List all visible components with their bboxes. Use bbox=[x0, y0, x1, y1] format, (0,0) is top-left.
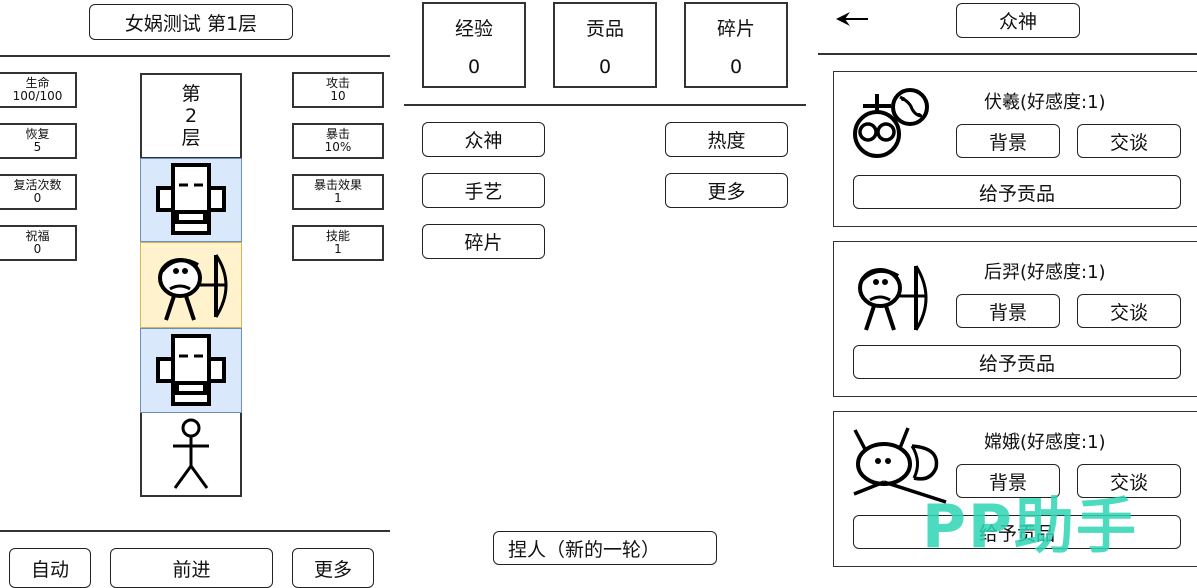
back-button[interactable] bbox=[834, 8, 868, 30]
resource-value: 0 bbox=[729, 56, 743, 78]
stat-label: 恢复 bbox=[25, 127, 50, 141]
god-name: 后羿(好感度:1) bbox=[984, 262, 1106, 283]
floor-indicator: 第 2 层 bbox=[140, 73, 242, 159]
talk-button[interactable]: 交谈 bbox=[1077, 294, 1181, 328]
more-button[interactable]: 更多 bbox=[292, 548, 374, 588]
stat-label: 生命 bbox=[25, 76, 50, 90]
floor-number: 2 bbox=[184, 105, 198, 127]
menu-gods-button[interactable]: 众神 bbox=[422, 122, 545, 157]
give-tribute-button[interactable]: 给予贡品 bbox=[853, 345, 1181, 379]
stat-value: 10% bbox=[324, 140, 352, 154]
stat-value: 10 bbox=[330, 89, 346, 103]
stat-blessing: 祝福 0 bbox=[0, 225, 77, 261]
resource-label: 碎片 bbox=[716, 18, 755, 40]
resource-label: 经验 bbox=[454, 18, 493, 40]
resource-label: 贡品 bbox=[585, 18, 624, 40]
resource-tribute: 贡品 0 bbox=[553, 2, 657, 88]
stat-value: 100/100 bbox=[12, 89, 63, 103]
menu-craft-button[interactable]: 手艺 bbox=[422, 173, 545, 208]
floor-label-top: 第 bbox=[181, 83, 201, 105]
left-arrow-icon bbox=[836, 12, 868, 26]
god-name: 伏羲(好感度:1) bbox=[984, 92, 1106, 113]
menu-fragments-button[interactable]: 碎片 bbox=[422, 224, 545, 259]
fuxi-icon bbox=[853, 88, 929, 158]
stick-figure-icon bbox=[173, 418, 209, 489]
stat-attack: 攻击 10 bbox=[292, 72, 384, 108]
robot-icon bbox=[156, 163, 226, 235]
stat-value: 1 bbox=[334, 242, 342, 256]
background-button[interactable]: 背景 bbox=[956, 464, 1060, 498]
stat-label: 复活次数 bbox=[13, 178, 62, 192]
stat-label: 技能 bbox=[325, 229, 350, 243]
stat-value: 1 bbox=[334, 191, 342, 205]
stat-label: 暴击 bbox=[325, 127, 350, 141]
resource-value: 0 bbox=[598, 56, 612, 78]
divider bbox=[0, 530, 390, 532]
resource-fragments: 碎片 0 bbox=[684, 2, 788, 88]
stat-crit-effect: 暴击效果 1 bbox=[292, 174, 384, 210]
give-tribute-button[interactable]: 给予贡品 bbox=[853, 515, 1181, 549]
god-card-fuxi: 伏羲(好感度:1) 背景 交谈 给予贡品 bbox=[833, 71, 1197, 227]
stat-value: 0 bbox=[33, 191, 42, 205]
stat-crit: 暴击 10% bbox=[292, 123, 384, 159]
divider bbox=[818, 53, 1197, 55]
stat-label: 祝福 bbox=[25, 229, 50, 243]
divider bbox=[0, 55, 390, 57]
stat-value: 5 bbox=[33, 140, 42, 154]
stat-revives: 复活次数 0 bbox=[0, 174, 77, 210]
tower-cell-enemy-robot[interactable] bbox=[140, 158, 242, 242]
talk-button[interactable]: 交谈 bbox=[1077, 124, 1181, 158]
floor-label-bottom: 层 bbox=[181, 127, 201, 149]
auto-button[interactable]: 自动 bbox=[9, 548, 91, 588]
stat-label: 暴击效果 bbox=[313, 178, 362, 192]
background-button[interactable]: 背景 bbox=[956, 124, 1060, 158]
forward-button[interactable]: 前进 bbox=[110, 548, 273, 588]
give-tribute-button[interactable]: 给予贡品 bbox=[853, 175, 1181, 209]
menu-more-button[interactable]: 更多 bbox=[665, 173, 788, 208]
tower-cell-stick-figure[interactable] bbox=[140, 413, 242, 497]
new-round-button[interactable]: 捏人（新的一轮） bbox=[493, 531, 717, 565]
god-card-houyi: 后羿(好感度:1) 背景 交谈 给予贡品 bbox=[833, 241, 1197, 397]
stat-hp: 生命 100/100 bbox=[0, 72, 77, 108]
resource-exp: 经验 0 bbox=[422, 2, 526, 88]
god-card-change: 嫦娥(好感度:1) 背景 交谈 给予贡品 bbox=[833, 411, 1197, 567]
archer-icon bbox=[158, 254, 228, 321]
gods-title: 众神 bbox=[956, 3, 1080, 38]
stat-value: 0 bbox=[33, 242, 42, 256]
god-name: 嫦娥(好感度:1) bbox=[984, 432, 1106, 453]
houyi-icon bbox=[858, 265, 928, 331]
change-icon bbox=[853, 427, 947, 504]
menu-heat-button[interactable]: 热度 bbox=[665, 122, 788, 157]
tower-cell-enemy-robot[interactable] bbox=[140, 328, 242, 413]
stat-regen: 恢复 5 bbox=[0, 123, 77, 159]
background-button[interactable]: 背景 bbox=[956, 294, 1060, 328]
stat-skill: 技能 1 bbox=[292, 225, 384, 261]
stat-label: 攻击 bbox=[325, 76, 350, 90]
robot-icon bbox=[156, 333, 226, 406]
tower-cell-player-archer[interactable] bbox=[140, 242, 242, 328]
talk-button[interactable]: 交谈 bbox=[1077, 464, 1181, 498]
divider bbox=[404, 104, 806, 106]
level-title: 女娲测试 第1层 bbox=[89, 4, 293, 40]
resource-value: 0 bbox=[467, 56, 481, 78]
